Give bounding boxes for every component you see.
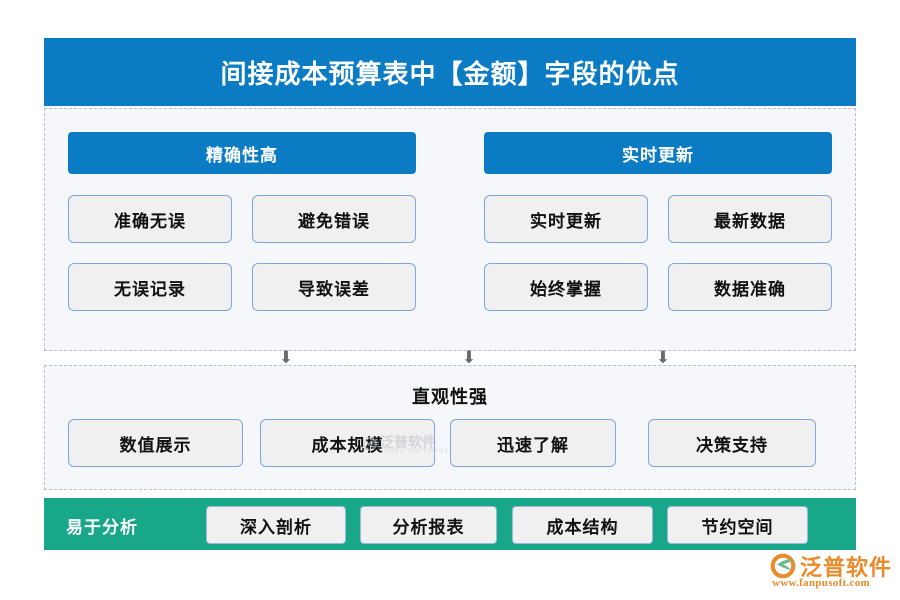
brand-logo: 泛普软件 www.fanpusoft.com (766, 551, 896, 596)
green-item-box[interactable]: 深入剖析 (206, 506, 346, 544)
item-label: 准确无误 (114, 211, 186, 231)
item-label: 始终掌握 (530, 279, 602, 299)
item-label: 迅速了解 (497, 435, 569, 455)
item-label: 无误记录 (114, 279, 186, 299)
item-label: 导致误差 (298, 279, 370, 299)
item-box[interactable]: 实时更新 (484, 195, 648, 243)
item-label: 避免错误 (298, 211, 370, 231)
item-label: 节约空间 (701, 517, 774, 537)
item-label: 成本规模 (311, 435, 384, 455)
brand-logo-url-text: www.fanpusoft.com (772, 577, 870, 589)
green-item-box[interactable]: 节约空间 (667, 506, 808, 544)
green-bar-label: 易于分析 (66, 518, 138, 537)
page-title-banner: 间接成本预算表中【金额】字段的优点 (44, 38, 856, 106)
fanpu-swoosh-logo-icon (770, 553, 796, 579)
item-box[interactable]: 无误记录 (68, 263, 232, 311)
item-box[interactable]: 迅速了解 (450, 419, 616, 467)
item-label: 实时更新 (530, 211, 602, 231)
green-item-box[interactable]: 成本结构 (512, 506, 653, 544)
brand-logo-cn-text: 泛普软件 (800, 555, 893, 580)
item-label: 最新数据 (714, 211, 786, 231)
item-box[interactable]: 避免错误 (252, 195, 416, 243)
section-heading-precision-label: 精确性高 (206, 145, 278, 165)
arrow-down-icon: ⬇ (278, 348, 294, 368)
item-box[interactable]: 导致误差 (252, 263, 416, 311)
item-box[interactable]: 数据准确 (668, 263, 832, 311)
item-label: 成本结构 (546, 517, 619, 537)
item-box[interactable]: 决策支持 (648, 419, 816, 467)
item-box[interactable]: 准确无误 (68, 195, 232, 243)
item-box[interactable]: 数值展示 (68, 419, 243, 467)
green-item-box[interactable]: 分析报表 (360, 506, 497, 544)
item-label: 分析报表 (392, 517, 465, 537)
item-label: 决策支持 (696, 435, 768, 455)
item-box[interactable]: 始终掌握 (484, 263, 648, 311)
section-heading-realtime: 实时更新 (484, 132, 832, 174)
arrow-down-icon: ⬇ (655, 348, 671, 368)
item-label: 数据准确 (714, 279, 786, 299)
arrow-down-icon: ⬇ (461, 348, 477, 368)
item-label: 数值展示 (119, 435, 192, 455)
item-box[interactable]: 最新数据 (668, 195, 832, 243)
item-label: 深入剖析 (240, 517, 312, 537)
item-box[interactable]: 成本规模 (260, 419, 435, 467)
section-heading-realtime-label: 实时更新 (622, 145, 694, 165)
section-heading-precision: 精确性高 (68, 132, 416, 174)
bottom-panel-heading: 直观性强 (412, 387, 488, 407)
page-title: 间接成本预算表中【金额】字段的优点 (220, 58, 680, 89)
